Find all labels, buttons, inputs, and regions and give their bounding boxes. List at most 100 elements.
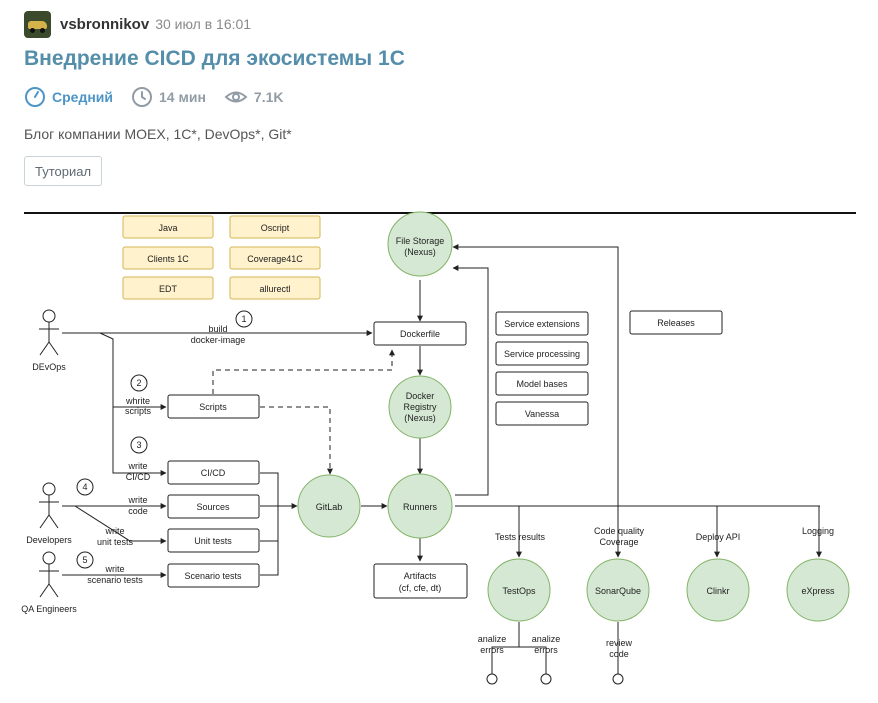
node-label: Registry	[403, 402, 437, 412]
box-label: CI/CD	[201, 468, 226, 478]
tool-clients-1c: Clients 1C	[122, 246, 214, 270]
node-label: Clinkr	[706, 586, 729, 596]
actor-label: QA Engineers	[21, 604, 77, 614]
service-processing: Service processing	[495, 341, 589, 366]
article-meta: Средний 14 мин 7.1K	[24, 86, 301, 108]
actor-label: DEvOps	[32, 362, 66, 372]
level-label: Средний	[52, 89, 114, 105]
node-docker-registry: Docker Registry (Nexus)	[388, 375, 452, 439]
box-releases: Releases	[629, 310, 723, 335]
edge-label: write	[104, 564, 124, 574]
tool-label: EDT	[159, 284, 178, 294]
box-scenario-tests: Scenario tests	[167, 563, 260, 588]
post-header: vsbronnikov 30 июл в 16:01	[24, 10, 251, 38]
edge-label: analize	[532, 634, 561, 644]
actor-label: Developers	[26, 535, 72, 545]
tool-java: Java	[122, 215, 214, 239]
step-number: 1	[241, 314, 246, 324]
node-file-storage: File Storage (Nexus)	[387, 211, 453, 277]
node-gitlab: GitLab	[297, 474, 361, 538]
edge-label: code	[128, 506, 148, 516]
node-testops: TestOps	[487, 558, 551, 622]
tool-coverage41c: Coverage41C	[229, 246, 321, 270]
box-sources: Sources	[167, 494, 260, 519]
post-date: 30 июл в 16:01	[155, 16, 252, 32]
tool-allurectl: allurectl	[229, 276, 321, 300]
tool-label: Oscript	[261, 223, 290, 233]
edge-label: write	[127, 495, 147, 505]
tutorial-tag[interactable]: Туториал	[24, 156, 103, 186]
edge-label: CI/CD	[126, 472, 151, 482]
reading-time: 14 мин	[131, 86, 206, 108]
article-title[interactable]: Внедрение CICD для экосистемы 1С	[24, 47, 405, 70]
edge-label: unit tests	[97, 537, 134, 547]
node-label: (Nexus)	[404, 413, 436, 423]
service-model-bases: Model bases	[495, 371, 589, 396]
author-name[interactable]: vsbronnikov	[60, 15, 150, 33]
step-badge-3: 3	[130, 436, 148, 454]
terminal-circle	[612, 673, 624, 685]
box-label: Artifacts	[404, 571, 437, 581]
node-label: File Storage	[396, 236, 445, 246]
box-label: Sources	[196, 502, 230, 512]
box-label: Scripts	[199, 402, 227, 412]
node-label: eXpress	[801, 586, 835, 596]
hubs-list[interactable]: Блог компании MOEX, 1C*, DevOps*, Git*	[24, 126, 292, 142]
node-label: TestOps	[502, 586, 536, 596]
views-count: 7.1K	[224, 86, 284, 108]
box-label: Scenario tests	[184, 571, 242, 581]
box-label: (cf, cfe, dt)	[399, 583, 442, 593]
node-label: SonarQube	[595, 586, 641, 596]
box-cicd: CI/CD	[167, 460, 260, 485]
box-artifacts: Artifacts (cf, cfe, dt)	[373, 563, 468, 599]
node-sonarqube: SonarQube	[586, 558, 650, 622]
clock-icon	[132, 87, 153, 107]
box-dockerfile: Dockerfile	[373, 321, 467, 346]
edge-label: review	[606, 638, 633, 648]
edge-label: scenario tests	[87, 575, 143, 585]
tool-label: Coverage41C	[247, 254, 303, 264]
cicd-diagram: Java Oscript Clients 1C Coverage41C EDT …	[21, 211, 856, 685]
node-clinkr: Clinkr	[686, 558, 750, 622]
terminal-circle	[540, 673, 552, 685]
service-label: Service extensions	[504, 319, 580, 329]
node-label: (Nexus)	[404, 247, 436, 257]
step-number: 4	[82, 482, 87, 492]
edge-label: Tests results	[495, 532, 546, 542]
service-label: Service processing	[504, 349, 580, 359]
step-number: 3	[136, 440, 141, 450]
node-label: Docker	[406, 391, 435, 401]
dashed-edges	[212, 349, 395, 475]
reading-time-value: 14 мин	[159, 89, 206, 105]
step-badge-5: 5	[76, 551, 94, 569]
actor-devops	[39, 309, 59, 356]
tool-oscript: Oscript	[229, 215, 321, 239]
service-label: Model bases	[516, 379, 568, 389]
service-label: Vanessa	[525, 409, 559, 419]
step-badge-4: 4	[76, 478, 94, 496]
tool-label: allurectl	[259, 284, 290, 294]
edge-label: analize	[478, 634, 507, 644]
step-badge-1: 1	[235, 310, 253, 328]
tool-edt: EDT	[122, 276, 214, 300]
step-number: 5	[82, 555, 87, 565]
edge-label: errors	[534, 645, 558, 655]
box-label: Dockerfile	[400, 329, 440, 339]
edge-labels: build docker-image whrite scripts write …	[87, 324, 834, 659]
box-scripts: Scripts	[167, 394, 260, 419]
node-express: eXpress	[786, 558, 850, 622]
actor-developers	[39, 482, 59, 529]
tool-label: Java	[158, 223, 177, 233]
node-label: Runners	[403, 502, 438, 512]
edge-label: write	[104, 526, 124, 536]
views-value: 7.1K	[253, 89, 284, 105]
gauge-icon	[25, 87, 45, 107]
edge-label: Deploy API	[696, 532, 741, 542]
avatar[interactable]	[24, 10, 51, 38]
eye-icon	[224, 91, 248, 103]
box-unit-tests: Unit tests	[167, 528, 260, 553]
step-badge-2: 2	[130, 374, 148, 392]
node-label: GitLab	[316, 502, 343, 512]
edge-label: whrite	[125, 396, 150, 406]
edge-label: code	[609, 649, 629, 659]
